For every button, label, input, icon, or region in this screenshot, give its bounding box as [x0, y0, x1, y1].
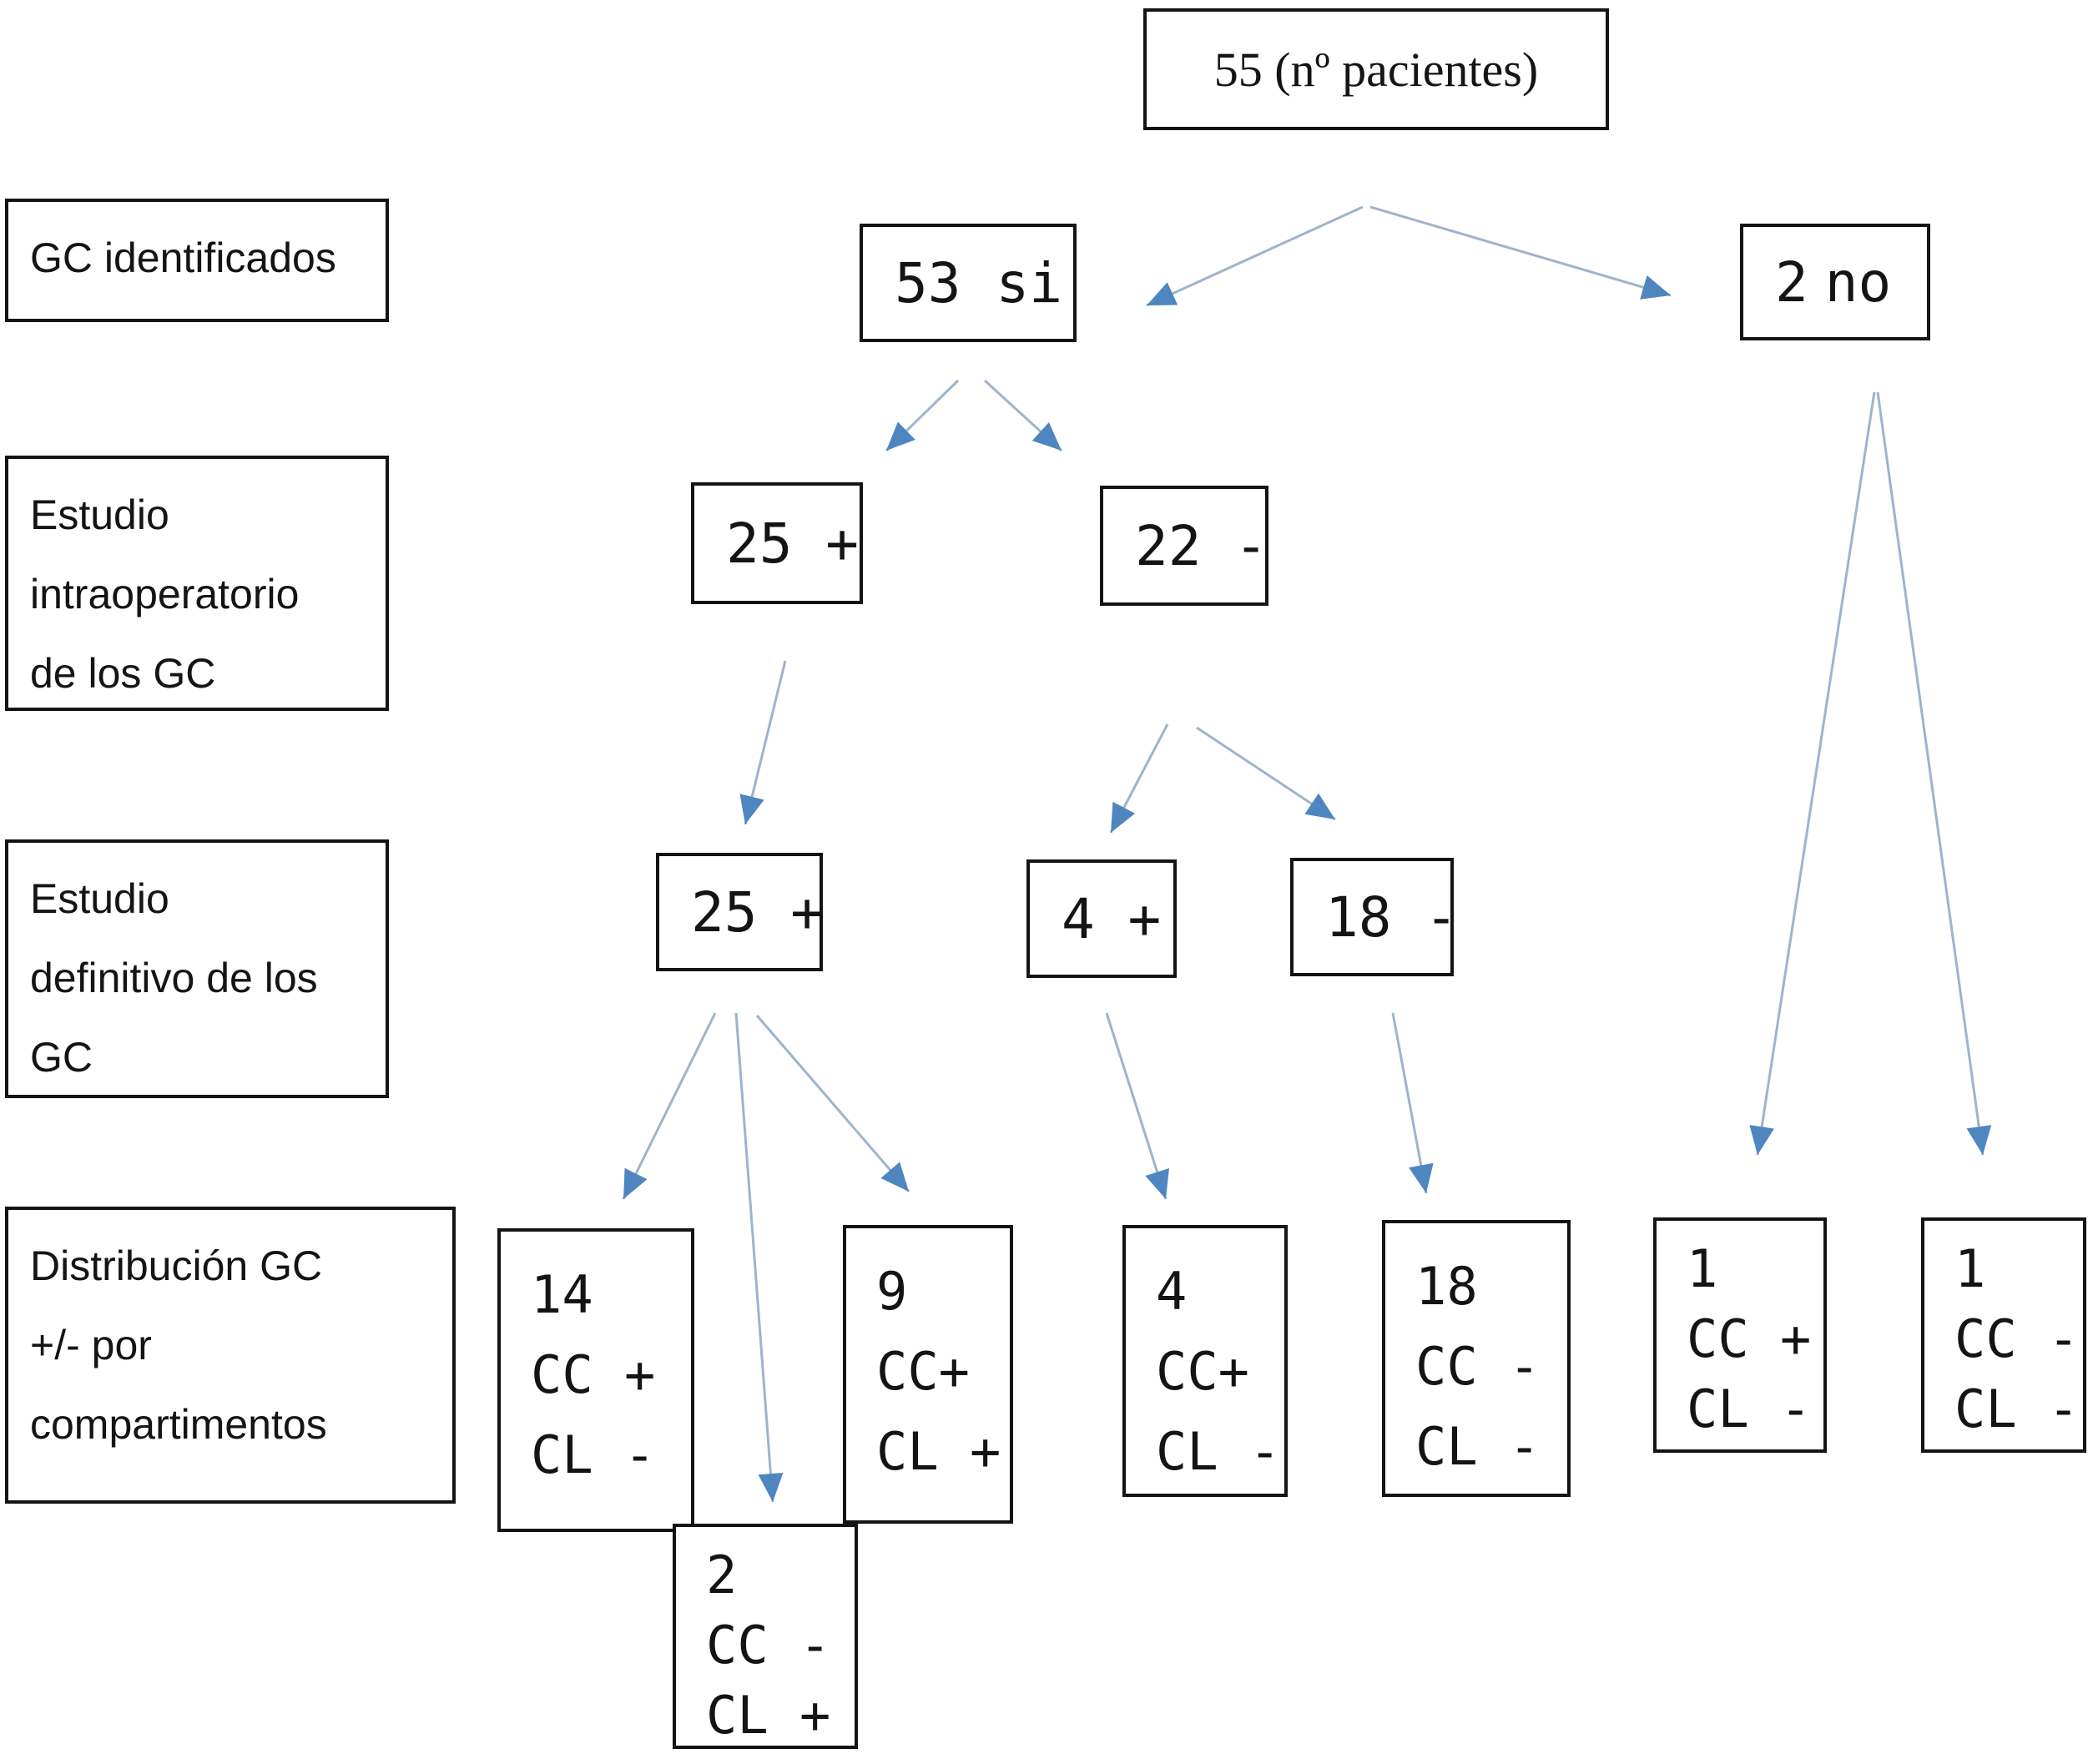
node-line: CC + — [1687, 1308, 1812, 1369]
node-value: 2 — [1775, 249, 1808, 315]
node-dist-1-ccneg-clneg: 1 CC - CL - — [1921, 1217, 2086, 1453]
node-gc-si: 53 si — [860, 224, 1077, 342]
node-line: CC + — [531, 1344, 656, 1405]
node-dist-4-ccpos-clneg: 4 CC+ CL - — [1122, 1225, 1288, 1497]
node-line: 4 — [1156, 1261, 1188, 1322]
row-label-gc-identificados: GC identificados — [5, 199, 389, 322]
arrow-55-to-53si — [1146, 205, 1364, 307]
node-dist-18-ccneg-clneg: 18 CC - CL - — [1382, 1220, 1571, 1497]
node-line: CL - — [1156, 1421, 1281, 1482]
arrow-18neg-to-18 — [1391, 1012, 1434, 1194]
node-line: CC+ — [876, 1341, 970, 1402]
row-label-line: Distribución GC — [30, 1242, 323, 1289]
arrow-22neg-to-4pos — [1109, 723, 1169, 834]
row-label-line: definitivo de los — [30, 955, 318, 1001]
node-line: CL - — [531, 1424, 656, 1485]
node-dist-2-ccneg-clpos: 2 CC - CL + — [673, 1524, 858, 1749]
node-line: CC - — [1415, 1336, 1541, 1397]
arrow-2no-to-1neg — [1876, 391, 1992, 1156]
row-label-line: intraoperatorio — [30, 571, 300, 617]
node-dist-14-ccpos-clneg: 14 CC + CL - — [497, 1228, 694, 1532]
arrow-25def-to-2 — [734, 1012, 784, 1503]
node-line: CL - — [1954, 1378, 2080, 1439]
row-label-line: +/- por — [30, 1322, 152, 1368]
arrow-55-to-2no — [1369, 205, 1672, 300]
arrow-53si-to-25pos — [885, 379, 960, 452]
arrow-53si-to-22neg — [983, 379, 1063, 452]
node-intraop-negative: 22 - — [1100, 486, 1268, 606]
node-line: CL + — [876, 1421, 1001, 1482]
node-line: 9 — [876, 1261, 908, 1322]
node-line: CL - — [1687, 1378, 1812, 1439]
node-line: 1 — [1954, 1238, 1986, 1299]
node-suffix: no — [1824, 249, 1892, 315]
node-line: 14 — [531, 1264, 593, 1325]
arrow-2no-to-1pos — [1749, 391, 1876, 1156]
arrow-25def-to-14 — [622, 1012, 717, 1200]
row-label-line: compartimentos — [30, 1401, 327, 1448]
node-definitive-neg-negative: 18 - — [1290, 858, 1458, 976]
node-suffix: si — [996, 250, 1062, 315]
node-definitive-neg-positive: 4 + — [1026, 859, 1177, 978]
row-label-estudio-intraoperatorio: Estudio intraoperatorio de los GC — [5, 456, 389, 711]
row-label-line: GC identificados — [30, 234, 336, 281]
node-line: 1 — [1687, 1238, 1718, 1299]
node-line: 2 — [706, 1545, 738, 1605]
row-label-line: GC — [30, 1034, 93, 1081]
arrow-25def-to-9 — [755, 1015, 910, 1192]
arrow-4pos-to-4 — [1105, 1012, 1169, 1200]
row-label-distribucion-gc: Distribución GC +/- por compartimentos — [5, 1207, 456, 1504]
node-line: CC+ — [1156, 1341, 1249, 1402]
node-definitive-positive: 25 + — [656, 853, 824, 971]
node-dist-1-ccpos-clneg: 1 CC + CL - — [1653, 1217, 1827, 1453]
row-label-line: Estudio — [30, 875, 169, 922]
node-line: CC - — [1954, 1308, 2080, 1369]
node-line: CC - — [706, 1615, 831, 1676]
node-dist-9-ccpos-clpos: 9 CC+ CL + — [843, 1225, 1013, 1524]
node-gc-no: 2 no — [1740, 224, 1930, 340]
arrow-25pos-to-25def — [739, 660, 787, 825]
row-label-estudio-definitivo: Estudio definitivo de los GC — [5, 839, 389, 1098]
node-line: 18 — [1415, 1256, 1478, 1317]
arrow-22neg-to-18neg — [1196, 726, 1336, 821]
node-line: CL - — [1415, 1416, 1541, 1477]
node-line: CL + — [706, 1685, 831, 1746]
row-label-line: de los GC — [30, 650, 216, 697]
row-label-line: Estudio — [30, 491, 169, 538]
node-value: 53 — [895, 250, 961, 315]
node-intraop-positive: 25 + — [691, 482, 863, 604]
node-total-patients: 55 (nº pacientes) — [1143, 8, 1609, 130]
